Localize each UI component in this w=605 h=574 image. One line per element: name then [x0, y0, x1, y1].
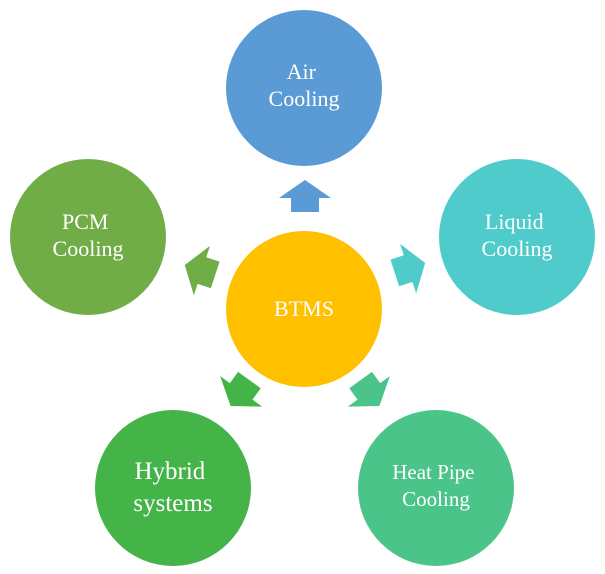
node-liquid-circle — [439, 159, 595, 315]
node-heat-pipe-line-2: Cooling — [402, 487, 470, 511]
node-liquid-cooling: Liquid Cooling — [439, 159, 595, 315]
node-hybrid-systems: Hybrid systems — [95, 410, 251, 566]
node-btms-center: BTMS — [226, 231, 382, 387]
svg-text:PCM Cooling: PCM Cooling — [53, 209, 124, 261]
node-hybrid-line-1: Hybrid — [134, 458, 205, 485]
arrow-to-heat-pipe — [347, 371, 390, 407]
node-pcm-line-2: Cooling — [53, 236, 124, 261]
arrow-to-hybrid — [220, 371, 263, 407]
node-air-line-2: Cooling — [269, 86, 340, 111]
center-label: BTMS — [274, 296, 334, 321]
svg-text:Hybrid systems: Hybrid systems — [133, 458, 212, 517]
node-liquid-line-2: Cooling — [482, 236, 553, 261]
node-hybrid-line-2: systems — [133, 490, 212, 517]
svg-text:Heat Pipe Cooling: Heat Pipe Cooling — [392, 460, 479, 511]
node-heat-pipe-cooling: Heat Pipe Cooling — [358, 410, 514, 566]
arrow-down-right-icon — [347, 371, 390, 407]
node-air-circle — [226, 10, 382, 166]
arrow-left-icon — [184, 245, 220, 296]
node-liquid-line-1: Liquid — [485, 209, 544, 234]
arrow-to-air — [279, 180, 331, 212]
arrow-to-liquid — [390, 243, 426, 294]
node-pcm-cooling: PCM Cooling — [10, 159, 166, 315]
svg-text:Air Cooling: Air Cooling — [269, 59, 340, 111]
svg-text:Liquid Cooling: Liquid Cooling — [482, 209, 553, 261]
arrow-up-icon — [279, 180, 331, 212]
node-heat-pipe-circle — [358, 410, 514, 566]
node-heat-pipe-line-1: Heat Pipe — [392, 460, 474, 484]
node-air-line-1: Air — [287, 59, 317, 84]
node-air-cooling: Air Cooling — [226, 10, 382, 166]
arrow-right-icon — [390, 243, 426, 294]
node-pcm-circle — [10, 159, 166, 315]
center-circle — [226, 231, 382, 387]
node-hybrid-circle — [95, 410, 251, 566]
node-pcm-line-1: PCM — [62, 209, 108, 234]
arrow-to-pcm — [184, 245, 220, 296]
arrow-down-left-icon — [220, 371, 263, 407]
